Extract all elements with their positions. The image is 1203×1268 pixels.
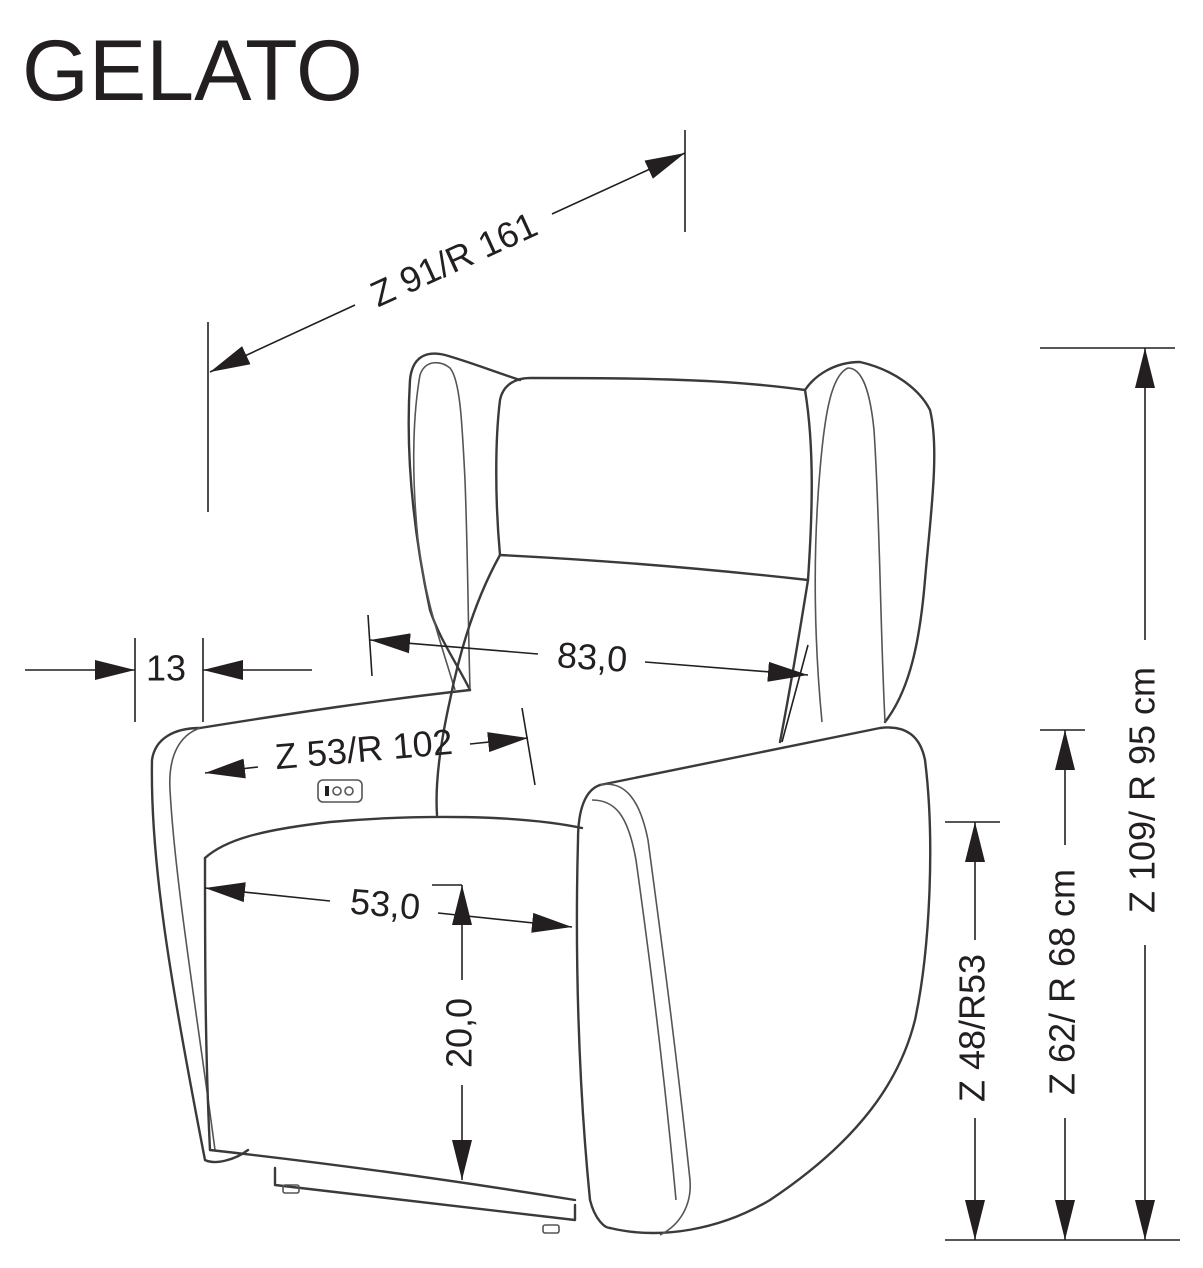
total-height-dimension: Z 109/ R 95 cm: [1040, 347, 1175, 1240]
depth-label: Z 91/R 161: [364, 204, 543, 315]
inner-width-label: 83,0: [556, 634, 629, 680]
seat-offset-dimension: 20,0: [432, 884, 480, 1180]
chair-drawing: [150, 352, 936, 1236]
seat-height-dimension: Z 48/R53: [945, 821, 1000, 1240]
arm-height-dimension: Z 62/ R 68 cm: [1040, 729, 1085, 1240]
arm-height-label: Z 62/ R 68 cm: [1042, 869, 1083, 1095]
seat-width-dimension: 53,0: [204, 881, 573, 933]
remote-control-button-icon: [317, 779, 363, 803]
seat-offset-label: 20,0: [439, 998, 480, 1068]
inner-width-dimension: 83,0: [367, 614, 809, 743]
seat-height-label: Z 48/R53: [952, 954, 993, 1102]
depth-dimension: Z 91/R 161: [207, 130, 686, 512]
total-height-label: Z 109/ R 95 cm: [1122, 667, 1163, 913]
arm-width-label: 13: [146, 648, 186, 689]
arm-width-dimension: 13: [25, 638, 312, 722]
seat-width-label: 53,0: [349, 881, 422, 928]
arm-depth-label: Z 53/R 102: [273, 721, 454, 777]
product-title: GELATO: [22, 23, 363, 119]
